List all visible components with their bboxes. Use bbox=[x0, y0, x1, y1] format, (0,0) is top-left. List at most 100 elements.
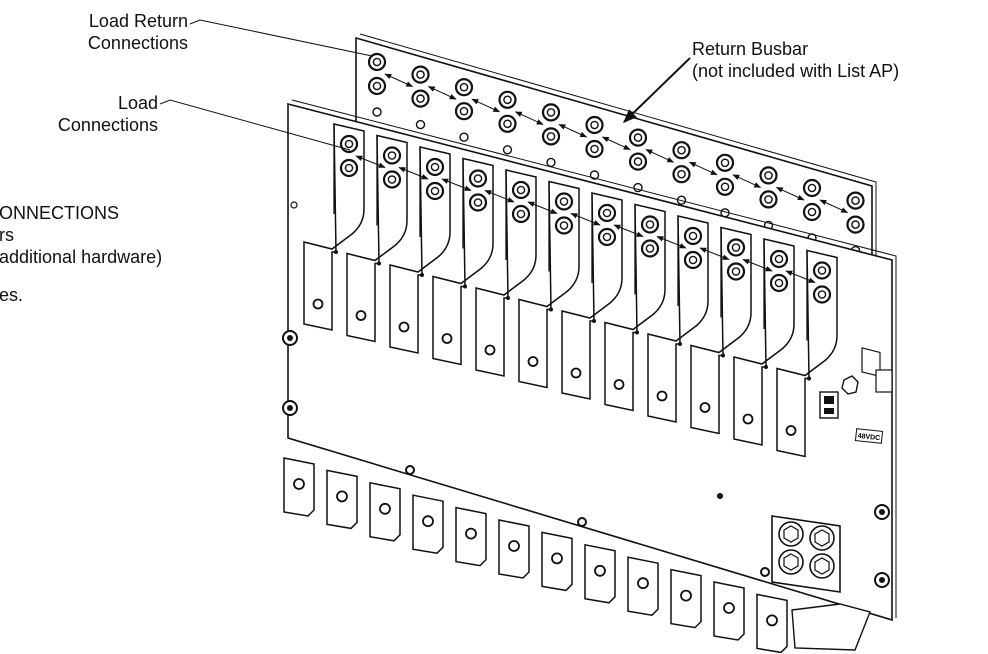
load-pair-arrow bbox=[355, 155, 386, 168]
load-connection-tab bbox=[690, 226, 752, 435]
busbar-small-hole bbox=[459, 132, 469, 142]
cropped-note-line2: rs bbox=[0, 225, 14, 245]
return-busbar-edge bbox=[359, 33, 877, 270]
load-tab-rivet bbox=[678, 342, 682, 346]
load-tab-hole-bore bbox=[688, 255, 698, 265]
mounting-panel-edge bbox=[291, 99, 897, 618]
busbar-pair-arrow bbox=[558, 123, 588, 138]
alarm-connector bbox=[819, 375, 859, 419]
load-foot-hole bbox=[398, 321, 410, 333]
load-connection-tab bbox=[303, 123, 365, 331]
lower-terminal-hole bbox=[551, 552, 563, 565]
load-return-leader bbox=[189, 19, 373, 57]
load-tab-hole-bore bbox=[516, 209, 526, 219]
load-tab-hole-bore bbox=[430, 162, 440, 172]
load-tab-rivet bbox=[334, 250, 338, 254]
load-connection-tab bbox=[561, 192, 623, 400]
load-label: Load Connections bbox=[10, 92, 158, 136]
busbar-pair-arrow bbox=[732, 174, 762, 188]
load-pair-arrow bbox=[613, 224, 644, 237]
lower-terminal-hole bbox=[508, 540, 520, 552]
lower-terminal-hole bbox=[293, 478, 305, 490]
busbar-hole-bore bbox=[503, 95, 512, 105]
load-leader bbox=[159, 99, 351, 151]
busbar-small-hole bbox=[589, 170, 600, 180]
load-tab-hole-bore bbox=[731, 243, 741, 252]
load-tab-hole-bore bbox=[387, 175, 397, 184]
load-foot-hole bbox=[441, 333, 453, 344]
load-connection-tab bbox=[346, 134, 408, 343]
cropped-note-line4: es. bbox=[0, 285, 24, 305]
load-tab-rivet bbox=[764, 365, 768, 369]
lower-terminal-hole bbox=[336, 490, 348, 503]
return-busbar-label: Return Busbar (not included with List AP… bbox=[692, 38, 899, 82]
load-tab-rivet bbox=[377, 261, 381, 266]
load-tab-hole-bore bbox=[774, 278, 784, 288]
panel-slot-lower bbox=[875, 369, 893, 393]
load-foot-hole bbox=[785, 425, 797, 436]
return-busbar-leader bbox=[622, 57, 691, 123]
load-foot-hole bbox=[355, 310, 367, 321]
busbar-hole-bore bbox=[677, 145, 686, 155]
load-tab-hole-bore bbox=[430, 186, 440, 196]
lower-terminal-hole bbox=[637, 577, 649, 590]
load-return-label: Load Return Connections bbox=[38, 10, 188, 54]
lower-terminal-hole bbox=[723, 602, 735, 614]
load-pair-arrow bbox=[441, 178, 472, 191]
busbar-hole-bore bbox=[720, 158, 730, 168]
busbar-hole-bore bbox=[503, 119, 512, 129]
voltage-marking-text: 48VDC bbox=[857, 433, 880, 442]
lower-terminal-tab bbox=[412, 494, 444, 555]
busbar-hole-bore bbox=[677, 169, 686, 179]
busbar-hole-bore bbox=[372, 81, 382, 91]
lower-terminal-hole bbox=[465, 527, 477, 540]
lower-terminal-tab bbox=[283, 457, 315, 517]
lower-terminal-tab bbox=[713, 581, 745, 641]
panel-slot-upper bbox=[861, 347, 881, 378]
busbar-pair-arrow bbox=[427, 86, 457, 100]
busbar-hole-bore bbox=[546, 108, 556, 117]
load-tab-hole-bore bbox=[387, 151, 397, 160]
lower-terminal-tab bbox=[326, 469, 358, 530]
load-tab-hole-bore bbox=[473, 174, 483, 183]
busbar-hole-bore bbox=[807, 183, 817, 193]
load-connection-tab bbox=[733, 238, 795, 446]
load-return-label-line1: Load Return bbox=[88, 11, 188, 31]
busbar-hole-bore bbox=[807, 207, 817, 217]
busbar-hole-bore bbox=[764, 195, 773, 204]
load-tab-rivet bbox=[506, 296, 510, 300]
load-tab-hole-bore bbox=[688, 231, 698, 241]
busbar-hole-bore bbox=[851, 196, 860, 205]
load-tab-hole-bore bbox=[817, 290, 827, 299]
load-foot-hole bbox=[484, 344, 496, 356]
load-connection-tab bbox=[518, 180, 580, 389]
load-connection-tab bbox=[647, 215, 709, 423]
load-connection-tab bbox=[475, 169, 537, 377]
cropped-note-line3: additional hardware) bbox=[0, 247, 163, 267]
lower-terminal-tab bbox=[670, 568, 702, 629]
lower-terminal-hole bbox=[680, 589, 692, 602]
load-tab-hole-bore bbox=[516, 185, 526, 195]
load-foot-hole bbox=[656, 390, 668, 402]
busbar-hole-bore bbox=[720, 182, 730, 192]
load-connection-arrows bbox=[355, 155, 816, 283]
load-tab-rivet bbox=[549, 307, 553, 312]
cropped-note: ONNECTIONS rs additional hardware) es. bbox=[0, 202, 162, 306]
load-tab-hole-bore bbox=[645, 244, 655, 253]
load-connection-tab bbox=[604, 203, 666, 412]
lower-terminal-tab bbox=[756, 593, 788, 654]
load-tab-hole-bore bbox=[559, 221, 569, 230]
lower-terminal-hole bbox=[422, 515, 434, 528]
return-busbar-arrows bbox=[384, 73, 849, 214]
lower-terminal-tab bbox=[369, 481, 401, 542]
lower-terminal-tabs bbox=[283, 457, 788, 654]
load-pair-arrow bbox=[398, 167, 429, 180]
load-tab-hole-bore bbox=[817, 266, 827, 275]
load-tab-rivet bbox=[420, 273, 424, 277]
lower-terminal-tab bbox=[627, 556, 659, 617]
busbar-hole-bore bbox=[764, 171, 773, 180]
busbar-small-hole bbox=[372, 107, 382, 117]
mounting-foot bbox=[791, 603, 871, 651]
busbar-hole-bore bbox=[459, 106, 469, 116]
